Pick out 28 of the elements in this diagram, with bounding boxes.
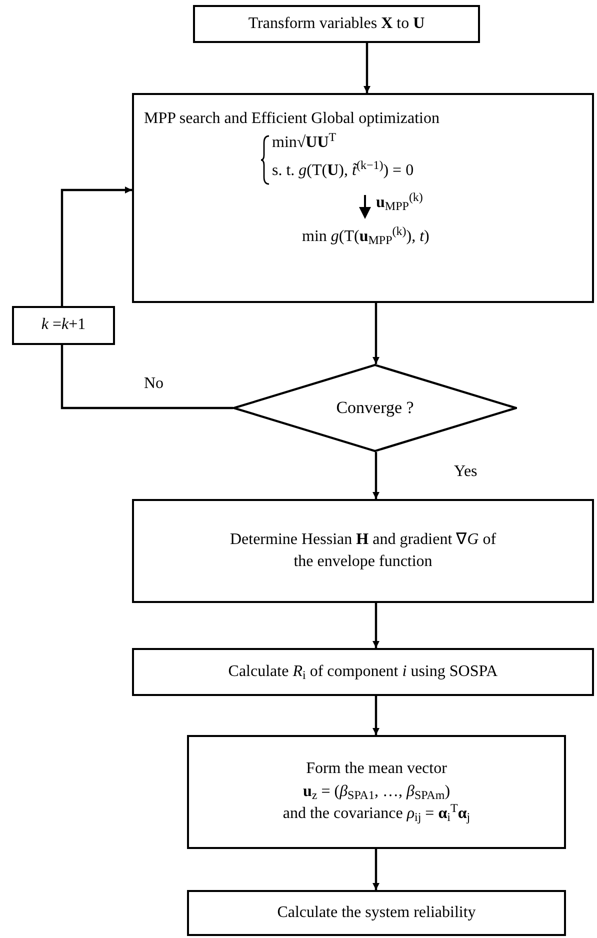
box-heading: MPP search and Efficient Global optimization: [144, 109, 440, 128]
process-box: [12, 306, 115, 345]
arrow: [364, 43, 370, 93]
formula: min√UU$^{T}$: [272, 133, 336, 152]
box-text: Calculate the system reliability: [277, 902, 476, 923]
process-box: [187, 890, 566, 936]
formula: min g(T(u$_{MPP}$$^{(k)}$), t): [302, 227, 430, 246]
process-box: [132, 499, 594, 603]
box-text: u$_{z}$ = (β$_{SPA1}$, …, β$_{SPAm}$): [302, 782, 450, 804]
box-text: Form the mean vector: [306, 759, 447, 780]
process-box: [187, 735, 566, 849]
arrow: [372, 452, 380, 499]
box-text: Determine Hessian H and gradient ∇G of the envelope function: [228, 530, 498, 572]
arrow: [372, 849, 380, 890]
arrow: [372, 696, 380, 735]
box-text: Calculate R$_{i}$ of component i using SOSPA: [228, 662, 498, 684]
process-box: [193, 5, 480, 43]
arrow: [372, 603, 380, 648]
decision-text: Converge ?: [336, 398, 414, 418]
arrow: [60, 186, 132, 306]
process-box: [132, 648, 594, 696]
box-text: k =k+1: [41, 315, 86, 336]
box-text: Transform variables X to U: [248, 14, 425, 34]
process-box: [132, 93, 594, 303]
arrow: [372, 303, 380, 364]
formula: s. t. g(T(U), t̃$^{(k−1)}$) = 0: [272, 161, 414, 180]
connector-line: [60, 345, 233, 410]
box-text: and the covariance ρ$_{ij}$ = α$_{i}$$^{T}$α$_{j}$: [282, 803, 470, 826]
